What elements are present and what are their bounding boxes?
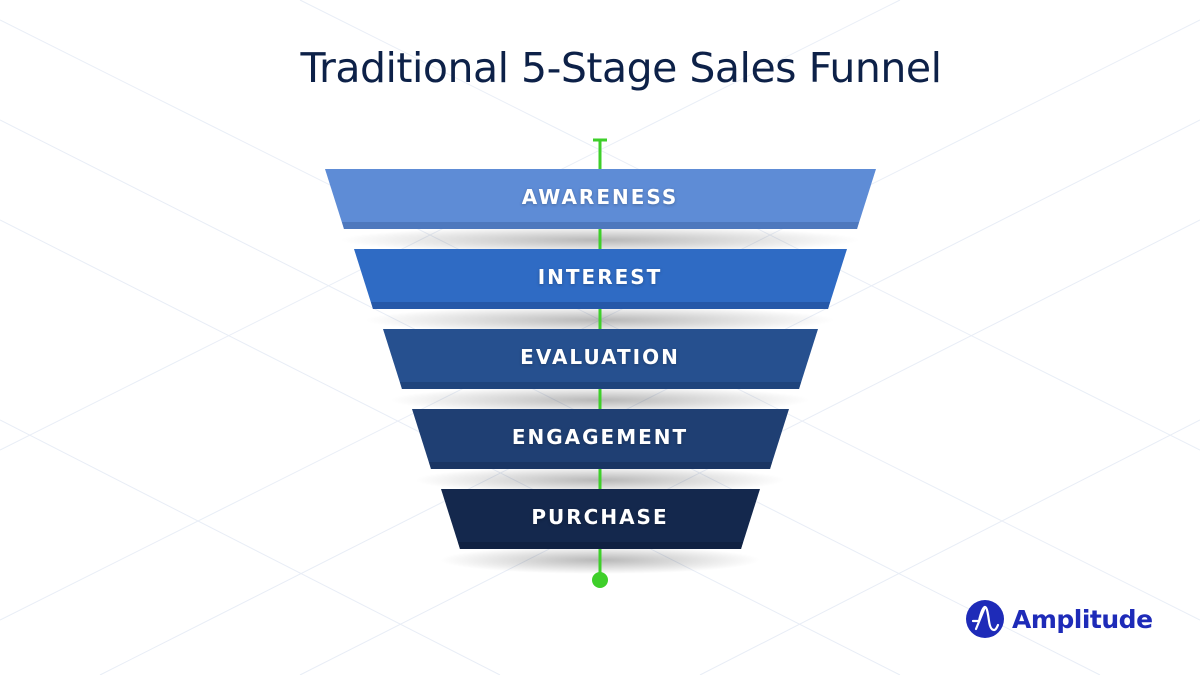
stage-label-awareness: AWARENESS xyxy=(521,185,679,209)
funnel-stage-engagement xyxy=(412,409,789,469)
funnel-stage-awareness xyxy=(325,169,876,229)
stage-label-purchase: PURCHASE xyxy=(531,505,669,529)
amplitude-logo: Amplitude xyxy=(966,600,1153,638)
stage-label-interest: INTEREST xyxy=(537,265,663,289)
stage-label-engagement: ENGAGEMENT xyxy=(511,425,689,449)
amplitude-logo-icon xyxy=(966,600,1004,638)
stage-label-evaluation: EVALUATION xyxy=(520,345,680,369)
funnel-stage-purchase xyxy=(441,489,760,549)
funnel-stage-interest xyxy=(354,249,847,309)
page-title: Traditional 5-Stage Sales Funnel xyxy=(300,44,942,92)
logo-wordmark: Amplitude xyxy=(1012,604,1153,634)
funnel-stage-evaluation xyxy=(383,329,818,389)
